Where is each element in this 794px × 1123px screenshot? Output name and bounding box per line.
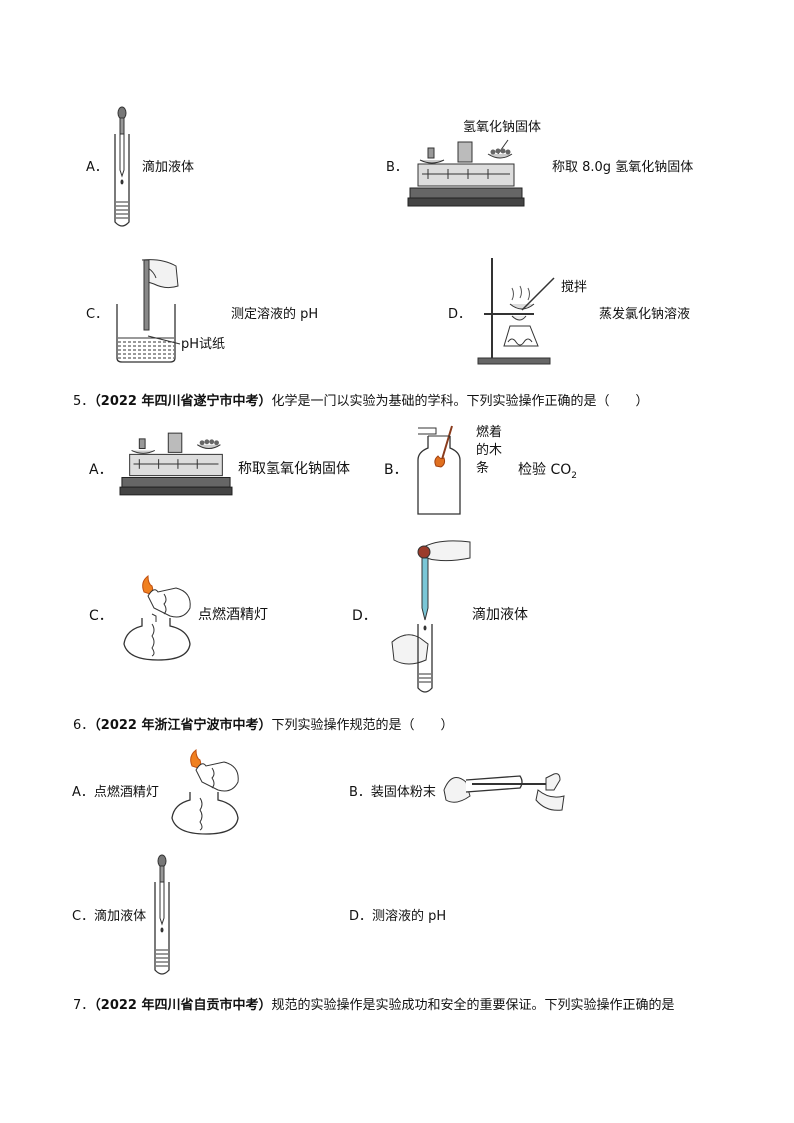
- q4-option-b-letter: B．: [386, 160, 408, 175]
- q5-option-b-caption: 检验 CO2: [518, 462, 577, 481]
- dropper-tube-icon: [148, 854, 180, 978]
- q6-option-d: D．测溶液的 pH: [349, 909, 447, 924]
- balance-icon: [120, 426, 232, 502]
- question-6-source: （2022 年浙江省宁波市中考）: [94, 718, 272, 733]
- question-5: 5．（2022 年四川省遂宁市中考）化学是一门以实验为基础的学科。下列实验操作正…: [73, 393, 649, 411]
- q5-option-a-letter: A．: [89, 462, 113, 478]
- alcohol-lamp-icon: [166, 748, 246, 840]
- q4-option-d-label: 搅拌: [561, 280, 588, 295]
- question-6: 6．（2022 年浙江省宁波市中考）下列实验操作规范的是（ ）: [73, 717, 454, 735]
- question-5-number: 5．: [73, 394, 95, 409]
- powder-tube-icon: [442, 760, 566, 816]
- evaporation-icon: [474, 256, 554, 368]
- q5-option-c-letter: C．: [89, 608, 113, 624]
- hand-dropper-icon: [388, 538, 472, 696]
- q5-option-d-letter: D．: [352, 608, 377, 624]
- q6-option-a: A．点燃酒精灯: [72, 785, 159, 800]
- question-6-number: 6．: [73, 718, 95, 733]
- q4-option-c-letter: C．: [86, 307, 109, 322]
- q5-option-a-caption: 称取氢氧化钠固体: [238, 461, 350, 477]
- question-7-number: 7．: [73, 998, 95, 1013]
- alcohol-lamp-icon: [118, 574, 198, 666]
- balance-icon: [408, 136, 524, 212]
- q4-option-a-letter: A．: [86, 160, 108, 175]
- q6-option-b: B．装固体粉末: [349, 785, 436, 800]
- question-5-stem: 化学是一门以实验为基础的学科。下列实验操作正确的是（ ）: [271, 394, 649, 409]
- q4-option-b-label: 氢氧化钠固体: [463, 120, 542, 135]
- q5-option-d-caption: 滴加液体: [472, 607, 528, 623]
- question-7: 7．（2022 年四川省自贡市中考）规范的实验操作是实验成功和安全的重要保证。下…: [73, 997, 675, 1015]
- q5-option-b-label-2: 的木: [476, 443, 503, 458]
- q5-option-b-letter: B．: [384, 462, 408, 478]
- q4-option-b-caption: 称取 8.0g 氢氧化钠固体: [552, 160, 694, 175]
- q6-option-c: C．滴加液体: [72, 909, 147, 924]
- q5-option-c-caption: 点燃酒精灯: [198, 607, 268, 623]
- question-7-source: （2022 年四川省自贡市中考）: [94, 998, 272, 1013]
- q4-option-d-caption: 蒸发氯化钠溶液: [599, 307, 691, 322]
- question-7-stem: 规范的实验操作是实验成功和安全的重要保证。下列实验操作正确的是: [271, 998, 675, 1013]
- q5-option-b-label-1: 燃着: [476, 425, 503, 440]
- q4-option-a-caption: 滴加液体: [142, 160, 195, 175]
- ph-test-icon: [114, 256, 178, 364]
- dropper-tube-icon: [108, 106, 140, 230]
- q5-option-b-label-3: 条: [476, 461, 490, 476]
- question-6-stem: 下列实验操作规范的是（ ）: [271, 718, 454, 733]
- q4-option-d-letter: D．: [448, 307, 472, 322]
- q4-option-c-label: pH试纸: [181, 337, 226, 352]
- gas-bottle-icon: [414, 424, 464, 516]
- q4-option-c-caption: 测定溶液的 pH: [231, 307, 319, 322]
- question-5-source: （2022 年四川省遂宁市中考）: [94, 394, 272, 409]
